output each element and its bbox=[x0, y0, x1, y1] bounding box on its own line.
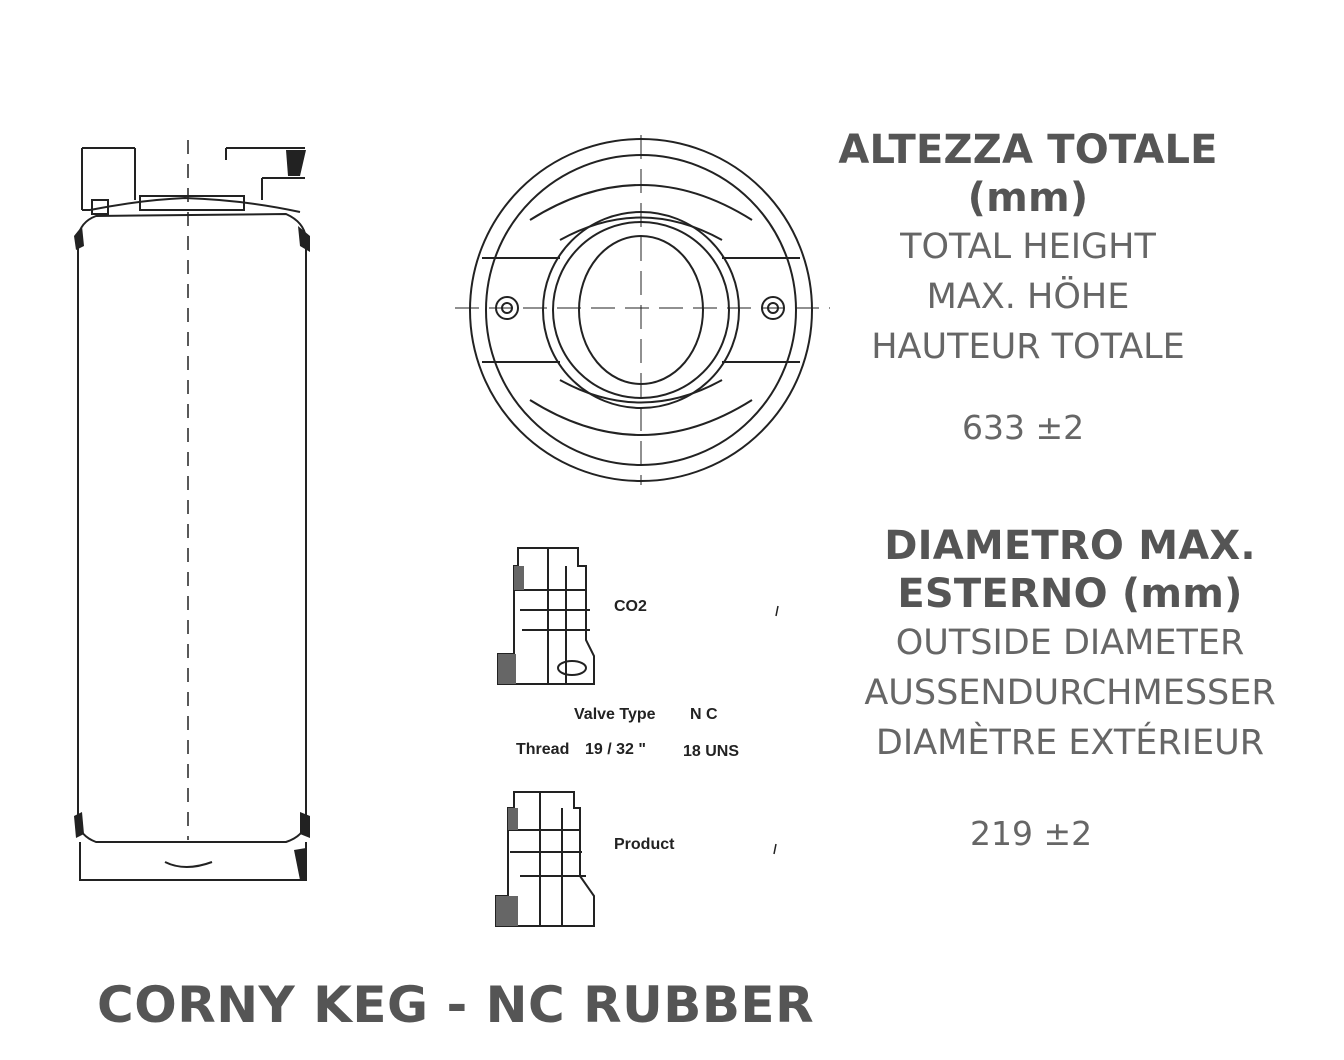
spec-height: ALTEZZA TOTALE (mm) TOTAL HEIGHT MAX. HÖ… bbox=[828, 126, 1228, 372]
valve-type-value: N C bbox=[690, 706, 718, 723]
height-fr: HAUTEUR TOTALE bbox=[871, 327, 1185, 367]
valve-type-label: Valve Type bbox=[574, 706, 656, 723]
diameter-en: OUTSIDE DIAMETER bbox=[895, 623, 1245, 663]
thread-spec: 18 UNS bbox=[683, 743, 740, 760]
diameter-fr: DIAMÈTRE EXTÉRIEUR bbox=[875, 723, 1265, 763]
thread-size: 19 / 32 " bbox=[585, 741, 646, 758]
height-value: 633 ±2 bbox=[962, 408, 1085, 447]
diameter-value: 219 ±2 bbox=[970, 814, 1093, 853]
diameter-title-line2: ESTERNO (mm) bbox=[897, 571, 1243, 617]
product-label: Product bbox=[614, 836, 675, 853]
diameter-de: AUSSENDURCHMESSER bbox=[864, 673, 1276, 713]
height-title-line1: ALTEZZA TOTALE bbox=[838, 127, 1218, 173]
product-title: CORNY KEG - NC RUBBER bbox=[97, 976, 815, 1034]
thread-label: Thread bbox=[516, 741, 570, 758]
co2-label: CO2 bbox=[614, 598, 647, 615]
height-de: MAX. HÖHE bbox=[926, 277, 1130, 317]
height-en: TOTAL HEIGHT bbox=[900, 227, 1156, 267]
diameter-title-line1: DIAMETRO MAX. bbox=[884, 523, 1256, 569]
spec-diameter: DIAMETRO MAX. ESTERNO (mm) OUTSIDE DIAME… bbox=[850, 522, 1290, 768]
height-title-line2: (mm) bbox=[967, 175, 1089, 221]
